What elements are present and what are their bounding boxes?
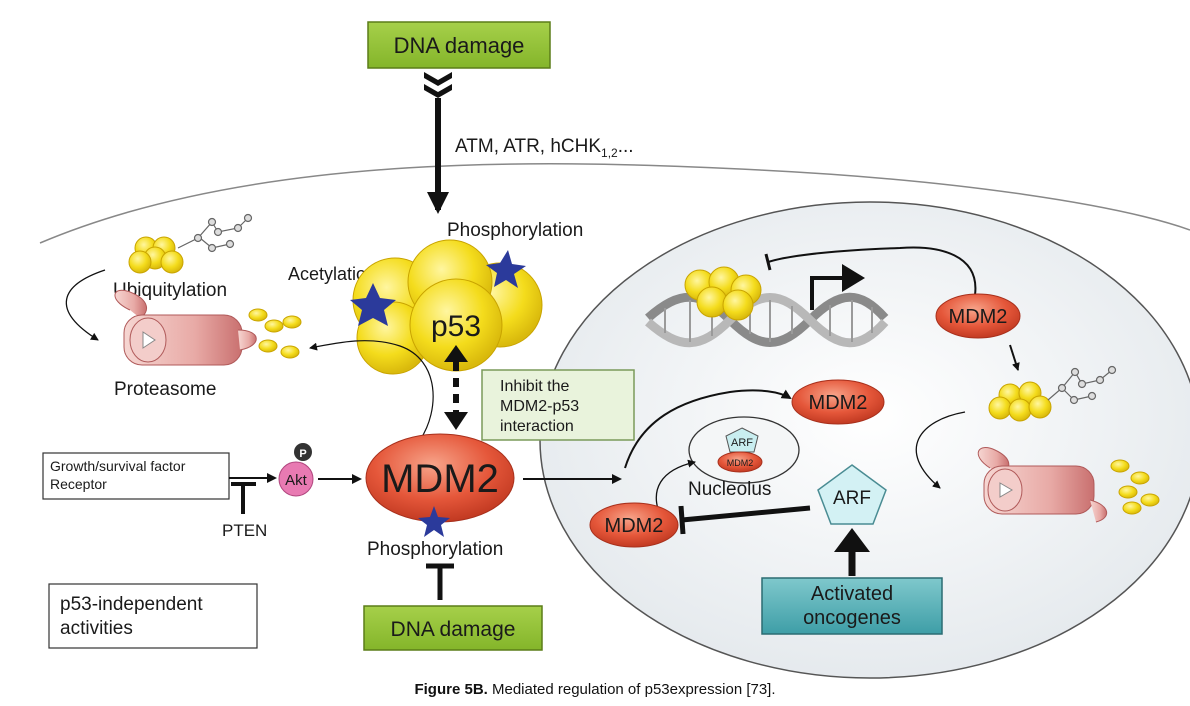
dna-helix: [645, 292, 889, 348]
growth-line-1: Growth/survival factor: [50, 458, 186, 474]
peptide-fragments-left: [248, 308, 302, 359]
p53-tetramer-dna: [684, 266, 762, 321]
arf-label: ARF: [833, 488, 871, 509]
dna-damage-top-label: DNA damage: [394, 33, 525, 58]
ubiquitin-chain-left: [177, 213, 253, 253]
mdm2-right-node: [935, 293, 1021, 339]
growth-factor-box: [42, 452, 230, 500]
inhibit-interaction-box: [481, 369, 635, 441]
mdm2-left-nucleus-node: [589, 502, 679, 548]
activated-oncogenes-box: [761, 577, 943, 635]
mdm2-left-nucleus-label: MDM2: [605, 515, 664, 537]
mdm2-feedback-inhibit: [767, 246, 977, 296]
proteasome-right-loop: [915, 411, 966, 489]
proteasome-label: Proteasome: [114, 379, 216, 400]
oncogenes-line-2: oncogenes: [803, 607, 901, 629]
p53-independent-box: [48, 583, 258, 649]
figure-caption: Figure 5B. Mediated regulation of p53exp…: [0, 681, 1190, 698]
p53-mdm2-arrowhead-up: [444, 345, 468, 362]
phospho-badge: [294, 443, 312, 461]
mdm2-small-label: MDM2: [727, 458, 754, 468]
caption-bold: Figure 5B.: [414, 681, 488, 698]
acetylation-label: Acetylation: [288, 264, 376, 284]
pten-label: PTEN: [222, 521, 267, 540]
akt-label: Akt: [285, 472, 308, 489]
nucleolus-label: Nucleolus: [688, 479, 771, 500]
p53-indep-line-1: p53-independent: [60, 594, 203, 615]
mdm2-right-down-arrow: [1009, 344, 1020, 371]
mdm2-to-proteasome-path: [309, 340, 434, 441]
arf-inhibit-mdm2-bar: [678, 505, 686, 535]
phosphorylation-star-icon: [486, 250, 526, 288]
ubiquitylation-label: Ubiquitylation: [113, 280, 227, 301]
oncogenes-line-1: Activated: [811, 583, 893, 605]
phosphorylation-top-label: Phosphorylation: [447, 220, 583, 241]
proteasome-left: [114, 289, 257, 366]
proteasome-right: [977, 447, 1107, 523]
peptide-fragments-right: [1110, 459, 1160, 515]
phosphorylation-bottom-label: Phosphorylation: [367, 539, 503, 560]
caption-text: Mediated regulation of p53expression [73…: [492, 681, 776, 698]
ubiquitin-cluster-right: [988, 381, 1052, 422]
transcription-arrowhead: [842, 264, 865, 292]
arf-pentagon: [817, 464, 887, 525]
phospho-badge-label: P: [299, 448, 306, 460]
mdm2-phospho-star-icon: [418, 506, 450, 537]
arf-inhibit-mdm2-line: [681, 505, 811, 523]
kinases-label: ATM, ATR, hCHK1,2...: [455, 136, 634, 160]
nuclear-mdm2-arc: [624, 389, 792, 469]
ubiquitin-cluster-left: [128, 236, 184, 274]
inhibit-line-3: interaction: [500, 418, 574, 435]
cell-membrane: [39, 163, 1190, 244]
mdm2-right-label: MDM2: [949, 306, 1008, 328]
mdm2-main-label: MDM2: [381, 457, 499, 501]
akt-node: [278, 461, 314, 497]
acetylation-star-icon: [350, 283, 396, 326]
mdm2-small-node: [717, 451, 763, 473]
dna-damage-bottom-box: [363, 605, 543, 651]
transcription-start-arrow: [810, 276, 845, 310]
arf-small-label: ARF: [731, 437, 753, 449]
dna-damage-top-box: [367, 21, 551, 69]
mdm2-feedback-bar: [764, 253, 772, 271]
inhibit-line-2: MDM2-p53: [500, 398, 579, 415]
growth-line-2: Receptor: [50, 476, 107, 492]
mdm2-mid-node: [791, 379, 885, 425]
signal-chevrons: [424, 72, 452, 98]
p53-label: p53: [431, 310, 481, 343]
dna-damage-bottom-label: DNA damage: [391, 618, 516, 641]
mdm2-mid-label: MDM2: [809, 392, 868, 414]
proteasome-loop-arrow: [65, 269, 106, 341]
oncogenes-arrowhead: [834, 528, 870, 552]
ubiquitin-chain-right: [1047, 365, 1117, 405]
p53-mdm2-arrowhead-down: [444, 412, 468, 430]
inhibit-line-1: Inhibit the: [500, 378, 569, 395]
p53-indep-line-2: activities: [60, 618, 133, 639]
